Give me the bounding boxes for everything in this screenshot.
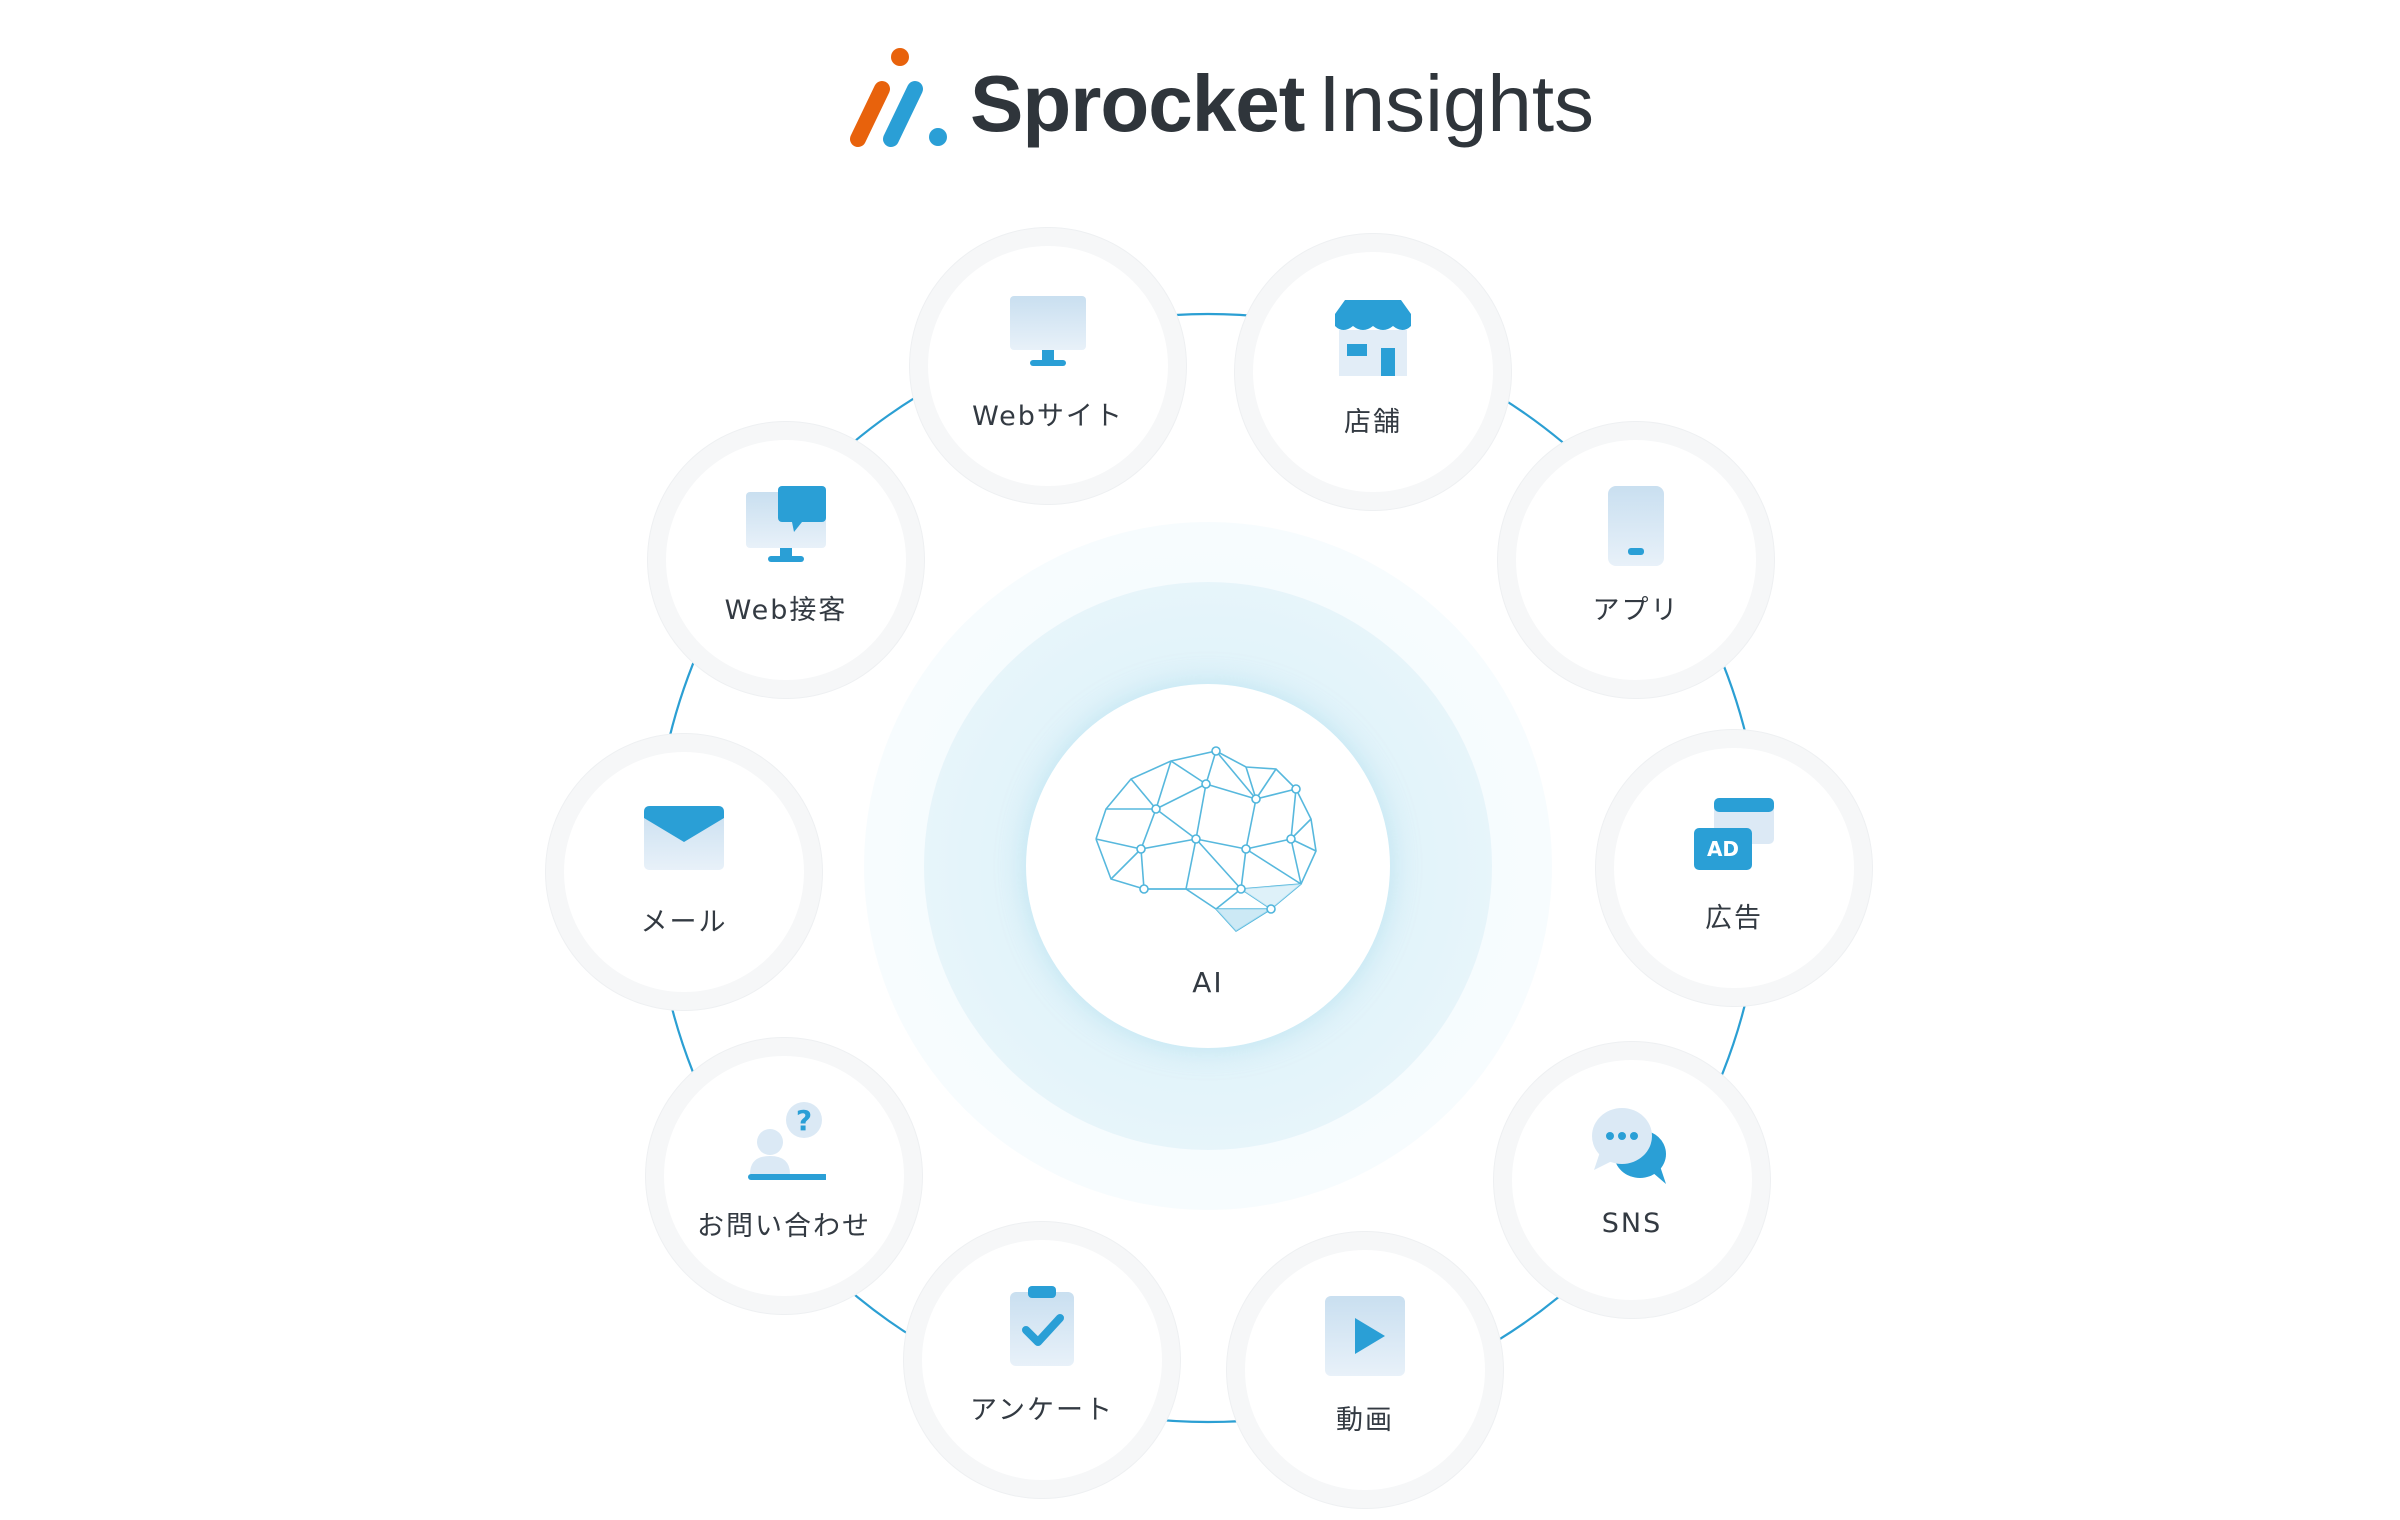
store-icon	[1335, 300, 1411, 376]
monitor-chat-icon	[746, 486, 826, 562]
node-website: Webサイト	[928, 246, 1168, 486]
node-app: アプリ	[1516, 440, 1756, 680]
node-label: SNS	[1601, 1208, 1663, 1239]
monitor-icon	[1010, 296, 1086, 366]
node-survey: アンケート	[922, 1240, 1162, 1480]
node-label: Webサイト	[972, 401, 1124, 432]
node-label: お問い合わせ	[697, 1211, 871, 1242]
node-sns: SNS	[1512, 1060, 1752, 1300]
ad-icon: AD	[1694, 798, 1774, 870]
node-label: Web接客	[724, 595, 848, 626]
svg-text:?: ?	[796, 1104, 812, 1137]
inquiry-person-icon: ?	[748, 1102, 826, 1180]
svg-text:AD: AD	[1707, 837, 1739, 861]
node-mail: メール	[564, 752, 804, 992]
node-web-engagement: Web接客	[666, 440, 906, 680]
node-label: アンケート	[970, 1395, 1114, 1426]
node-ad: AD 広告	[1614, 748, 1854, 988]
node-label: アプリ	[1592, 595, 1680, 626]
node-label: 広告	[1705, 903, 1763, 934]
brain-network-icon	[1095, 746, 1317, 933]
node-label: メール	[640, 907, 728, 938]
node-store: 店舗	[1253, 252, 1493, 492]
node-video: 動画	[1245, 1250, 1485, 1490]
chat-bubbles-icon	[1592, 1108, 1666, 1184]
ai-core: AI	[1026, 684, 1390, 1048]
node-label: 店舗	[1344, 407, 1402, 438]
ai-label: AI	[1192, 966, 1224, 999]
smartphone-icon	[1608, 486, 1664, 566]
brand-word-sprocket: Sprocket	[970, 59, 1305, 148]
sprocket-mark-icon	[850, 48, 947, 147]
video-play-icon	[1325, 1296, 1405, 1376]
envelope-icon	[644, 806, 724, 870]
clipboard-check-icon	[1010, 1286, 1074, 1366]
node-inquiry: ? お問い合わせ	[664, 1056, 904, 1296]
brand-word-insights: Insights	[1318, 59, 1595, 148]
node-label: 動画	[1336, 1405, 1394, 1436]
